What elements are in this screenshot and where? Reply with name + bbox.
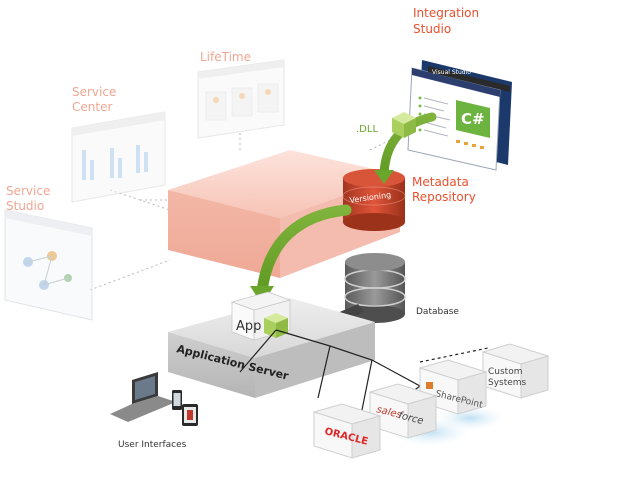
oracle-box[interactable] — [312, 403, 382, 459]
phone-icon — [172, 390, 182, 410]
tablet-icon — [182, 404, 198, 426]
lifetime-screen[interactable] — [197, 59, 285, 139]
database-label: Database — [416, 307, 459, 317]
service-center-screen[interactable] — [71, 111, 166, 203]
visual-studio-title: Visual Studio — [432, 69, 471, 76]
metadata-repository-line2: Repository — [412, 190, 476, 204]
app-container[interactable]: App — [230, 291, 292, 341]
dll-to-repository-arrow — [374, 112, 437, 184]
dll-cube — [392, 112, 416, 138]
lifetime-label: LifeTime — [200, 50, 251, 64]
metadata-repository-cylinder[interactable]: Versioning — [342, 169, 406, 231]
custom-systems-line2: Systems — [488, 378, 527, 388]
service-studio-line1: Service — [6, 184, 50, 198]
laptop-icon — [110, 372, 176, 422]
service-center-line1: Service — [72, 85, 116, 99]
integration-studio-screen[interactable]: Visual Studio C# — [407, 60, 512, 171]
salesforce-box[interactable] — [368, 383, 438, 439]
dashed-connector — [419, 347, 489, 363]
app-label: App — [236, 319, 261, 334]
custom-systems-line1: Custom — [488, 367, 522, 377]
integration-studio-line1: Integration — [413, 6, 479, 20]
custom-systems-box[interactable] — [481, 343, 550, 399]
dll-label: .DLL — [356, 124, 378, 135]
csharp-logo: C# — [461, 110, 485, 128]
service-studio-screen[interactable] — [4, 209, 93, 321]
integration-studio-line2: Studio — [413, 22, 451, 36]
service-studio-line2: Studio — [6, 199, 44, 213]
metadata-repository-line1: Metadata — [412, 175, 469, 189]
service-center-line2: Center — [72, 100, 112, 114]
user-interfaces-label: User Interfaces — [118, 440, 187, 450]
